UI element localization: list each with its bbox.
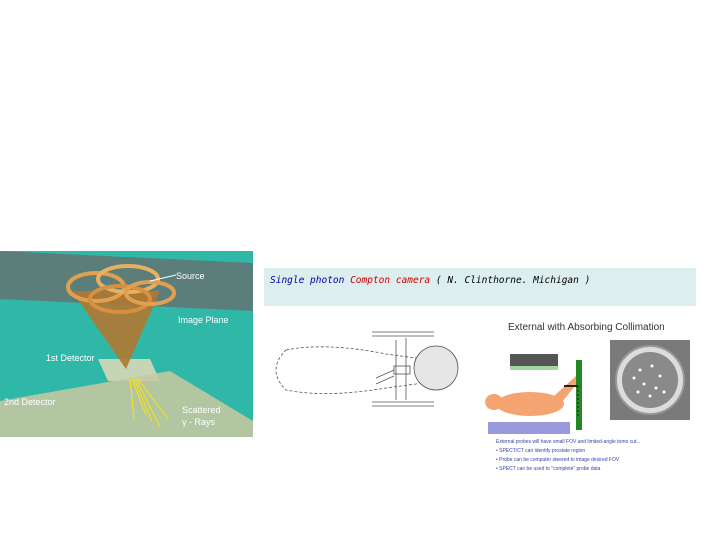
first-detector-label: 1st Detector (46, 353, 95, 363)
panel-title: External with Absorbing Collimation (508, 322, 665, 333)
detector-photo (610, 340, 690, 420)
note-item: SPECT can be used to "complete" probe da… (496, 465, 641, 474)
note-item: SPECT/CT can identify prostate region (496, 447, 641, 456)
probe-schematic-drawing (275, 331, 459, 407)
image-plane-label: Image Plane (178, 315, 229, 325)
external-collimation-panel: External with Absorbing Collimation Exte… (480, 316, 700, 486)
caption-part-compton-camera: Compton camera (350, 275, 431, 286)
second-detector-label: 2nd Detector (4, 397, 56, 407)
scattered-label: Scattered (182, 405, 221, 415)
compton-camera-illustration (0, 251, 253, 437)
notes-intro: External probes will have small FOV and … (496, 439, 641, 445)
collimation-notes: External probes will have small FOV and … (496, 438, 641, 474)
notes-list: SPECT/CT can identify prostate region Pr… (496, 447, 641, 474)
patient-probe-illustration (485, 354, 582, 434)
caption-part-single-photon: Single photon (270, 275, 351, 286)
collimator-disk-graphic (615, 345, 685, 415)
caption-part-author: ( N. Clinthorne. Michigan ) (430, 275, 591, 286)
caption-text: Single photon Compton camera ( N. Clinth… (270, 275, 590, 286)
caption-banner: Single photon Compton camera ( N. Clinth… (264, 268, 696, 306)
note-item: Probe can be computer steered to image d… (496, 456, 641, 465)
gamma-rays-label: γ - Rays (182, 417, 216, 427)
source-label: Source (176, 271, 205, 281)
compton-camera-figure: Source Image Plane 1st Detector 2nd Dete… (0, 251, 253, 437)
